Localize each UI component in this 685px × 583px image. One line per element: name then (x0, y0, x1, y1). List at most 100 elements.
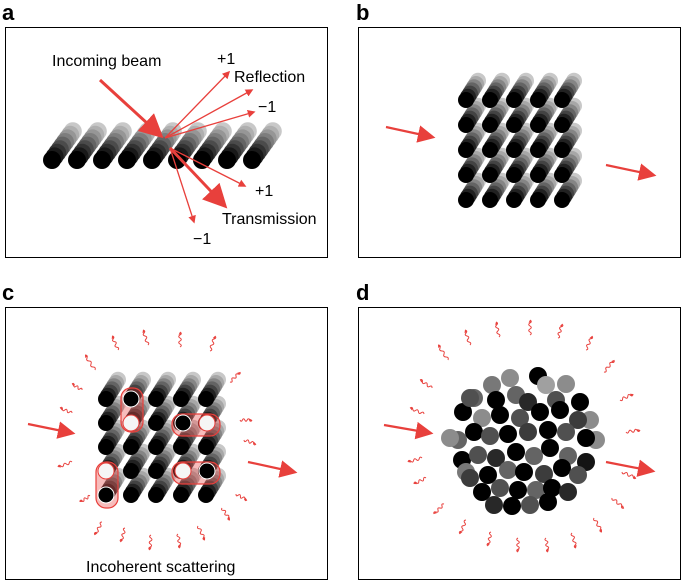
atom (551, 401, 569, 419)
defect-atom (122, 390, 140, 408)
scatter-wave (111, 335, 120, 351)
scatter-wave (557, 323, 564, 339)
reflection-plus1-arrow (164, 70, 231, 139)
atom (465, 423, 483, 441)
incoming-beam-label: Incoming beam (52, 53, 161, 70)
atom (519, 423, 537, 441)
scatter-wave-head (120, 539, 124, 542)
atom (530, 192, 546, 208)
incoming-beam-arrow (98, 78, 164, 139)
atom (539, 493, 557, 511)
scatter-wave-head (249, 418, 252, 422)
incoming-beam-arrow (27, 421, 76, 439)
atom (557, 423, 575, 441)
outgoing-beam-arrow (605, 163, 657, 181)
atom (461, 389, 479, 407)
scatter-wave-head (142, 330, 146, 333)
atom (506, 92, 522, 108)
atom (511, 409, 529, 427)
scatter-wave-head (178, 332, 182, 335)
scatter-wave-head (589, 336, 593, 339)
scatter-wave-head (528, 320, 532, 323)
atom (541, 439, 559, 457)
outgoing-beam-arrow (247, 460, 298, 478)
atom (469, 446, 487, 464)
atom (482, 142, 498, 158)
atom (577, 453, 595, 471)
atom (198, 439, 214, 455)
scatter-wave-head (227, 517, 230, 520)
atom (571, 393, 589, 411)
scatter-wave (409, 406, 425, 415)
atom (506, 117, 522, 133)
scatter-wave (603, 359, 615, 373)
atom (173, 487, 189, 503)
incoming-beam-arrow (385, 125, 436, 143)
atom (148, 415, 164, 431)
transmission-minus1-label: −1 (193, 231, 211, 248)
atom (483, 376, 501, 394)
atom (458, 142, 474, 158)
scatter-wave-head (58, 464, 61, 468)
atom (530, 117, 546, 133)
scatter-wave-head (611, 360, 614, 363)
atom (123, 463, 139, 479)
atom (554, 92, 570, 108)
panel-label-d: d (356, 280, 370, 305)
atom (515, 463, 533, 481)
atom (43, 151, 61, 169)
atom (525, 447, 543, 465)
transmission-plus1-label: +1 (255, 183, 273, 200)
defect-atom (174, 414, 192, 432)
incoming-beam-arrow (383, 421, 434, 440)
atom (458, 192, 474, 208)
atom (530, 92, 546, 108)
atom (454, 403, 472, 421)
scatter-wave (611, 497, 625, 509)
atom (554, 142, 570, 158)
outgoing-beam-arrow (605, 459, 656, 477)
scatter-wave (437, 344, 449, 361)
atom (68, 151, 86, 169)
atom (148, 439, 164, 455)
atom (193, 151, 211, 169)
scatter-wave (585, 335, 594, 351)
scatter-wave-head (111, 336, 115, 339)
reflection-label: Reflection (234, 69, 305, 86)
atom (506, 192, 522, 208)
atom (458, 117, 474, 133)
atom (458, 92, 474, 108)
atom (98, 391, 114, 407)
scatter-wave-head (559, 324, 563, 327)
reflection-minus1-label: −1 (258, 99, 276, 116)
atom (487, 391, 505, 409)
scatter-wave (528, 319, 532, 336)
scatter-wave (93, 521, 103, 536)
scatter-wave-head (85, 355, 88, 358)
scatter-wave (196, 525, 206, 541)
atom (482, 92, 498, 108)
scatter-wave-head (621, 505, 624, 508)
atom (499, 425, 517, 443)
atom (507, 443, 525, 461)
scatter-wave (178, 331, 182, 348)
atom (473, 483, 491, 501)
scatter-wave-head (178, 545, 182, 548)
panel-label-b: b (356, 0, 370, 25)
scatter-wave-head (516, 549, 520, 552)
atom (531, 403, 549, 421)
atom (123, 487, 139, 503)
atom (501, 369, 519, 387)
panel-c-diagram (27, 329, 298, 551)
reflection-arrow (164, 89, 254, 139)
atom (118, 151, 136, 169)
scatter-wave-head (244, 497, 247, 501)
atom (473, 409, 491, 427)
transmission-label: Transmission (222, 211, 317, 228)
atom (530, 167, 546, 183)
atom (521, 496, 539, 514)
scatter-wave-head (80, 499, 83, 502)
scatter-wave (495, 321, 501, 338)
atom (530, 142, 546, 158)
